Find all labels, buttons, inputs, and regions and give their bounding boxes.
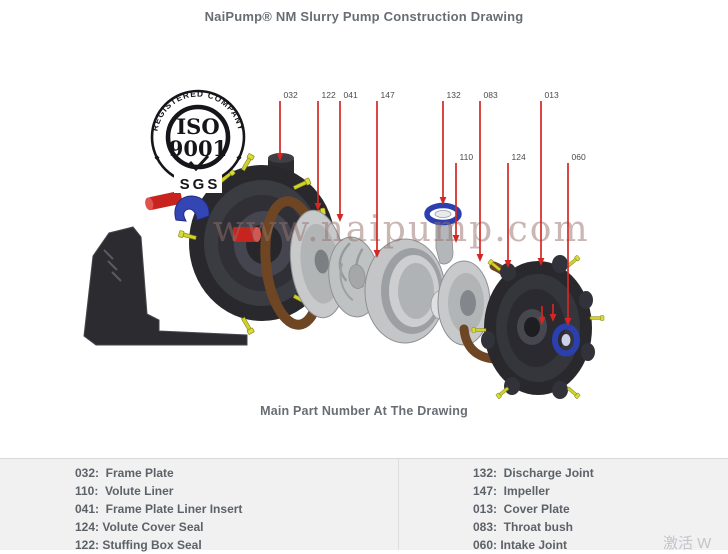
- shaft-sleeve-red: [145, 191, 183, 211]
- pump-exploded-diagram: www.naipump.com 032 122 041 147 132 083 013 110…: [83, 88, 605, 400]
- callout-arrowhead-icon: [314, 203, 322, 211]
- discharge-joint-part: [424, 202, 462, 265]
- parts-column-left: 032: Frame Plate 110: Volute Liner 041: …: [75, 464, 242, 554]
- activation-watermark: 激活 W: [663, 535, 712, 552]
- throat-bush-part: [430, 260, 491, 346]
- badge-mask: [174, 175, 222, 193]
- part-number-label: 132: [447, 90, 461, 100]
- badge-star-icon: [154, 155, 160, 161]
- intake-joint-part: [552, 323, 580, 357]
- part-number-label: 060: [572, 152, 586, 162]
- part-number-label: 041: [344, 90, 358, 100]
- part-row: 013: Cover Plate: [473, 502, 570, 516]
- part-row: 147: Impeller: [473, 484, 550, 498]
- part-row: 083: Throat bush: [473, 520, 574, 534]
- parts-table: 032: Frame Plate 110: Volute Liner 041: …: [0, 458, 728, 552]
- callout-arrowhead-icon: [439, 197, 447, 205]
- badge-sgs-label: SGS: [180, 176, 221, 193]
- part-number-label: 083: [484, 90, 498, 100]
- cover-plate-part: [471, 254, 605, 400]
- part-number-label: 122: [322, 90, 336, 100]
- badge-9001-label: 9001: [169, 136, 227, 161]
- part-number-label: 147: [381, 90, 395, 100]
- part-number-label: 013: [545, 90, 559, 100]
- callout-layer: 032 122 041 147 132 083 013 110 124 060: [276, 90, 586, 326]
- callout-arrowhead-icon: [504, 260, 512, 268]
- volute-liner-part: [364, 238, 446, 344]
- site-watermark: www.naipump.com: [213, 209, 590, 250]
- part-number-label: 110: [460, 152, 474, 162]
- part-row: 110: Volute Liner: [75, 484, 174, 498]
- part-number-label: 124: [512, 152, 526, 162]
- part-row: 032: Frame Plate: [75, 466, 174, 480]
- part-row: 060: Intake Joint: [473, 538, 568, 552]
- callout-arrowhead-icon: [336, 214, 344, 222]
- badge-check-icon: [188, 154, 210, 172]
- callout-arrowhead-icon: [476, 254, 484, 262]
- grease-elbow-blue: [174, 195, 210, 222]
- parts-column-right: 132: Discharge Joint 147: Impeller 013: …: [473, 464, 594, 554]
- callout-arrowhead-icon: [373, 250, 381, 258]
- callout-arrowhead-icon: [537, 258, 545, 266]
- badge-iso-label: ISO: [176, 114, 219, 139]
- callout-arrowhead-icon: [452, 235, 460, 243]
- badge-star-icon: [236, 155, 242, 161]
- callout-arrowhead-icon: [549, 314, 557, 322]
- page-title: NaiPump® NM Slurry Pump Construction Dra…: [204, 9, 524, 24]
- part-number-label: 032: [284, 90, 298, 100]
- shaft-end-red: [233, 227, 261, 242]
- part-row: 124: Volute Cover Seal: [75, 520, 204, 534]
- part-row: 122: Stuffing Box Seal: [75, 538, 202, 552]
- callout-arrowhead-icon: [276, 153, 284, 161]
- callout-arrowhead-icon: [538, 317, 546, 325]
- part-row: 041: Frame Plate Liner Insert: [75, 502, 243, 516]
- callout-arrowhead-icon: [564, 318, 572, 326]
- table-column-divider: [398, 459, 399, 550]
- part-row: 132: Discharge Joint: [473, 466, 594, 480]
- drawing-subtitle: Main Part Number At The Drawing: [260, 404, 468, 418]
